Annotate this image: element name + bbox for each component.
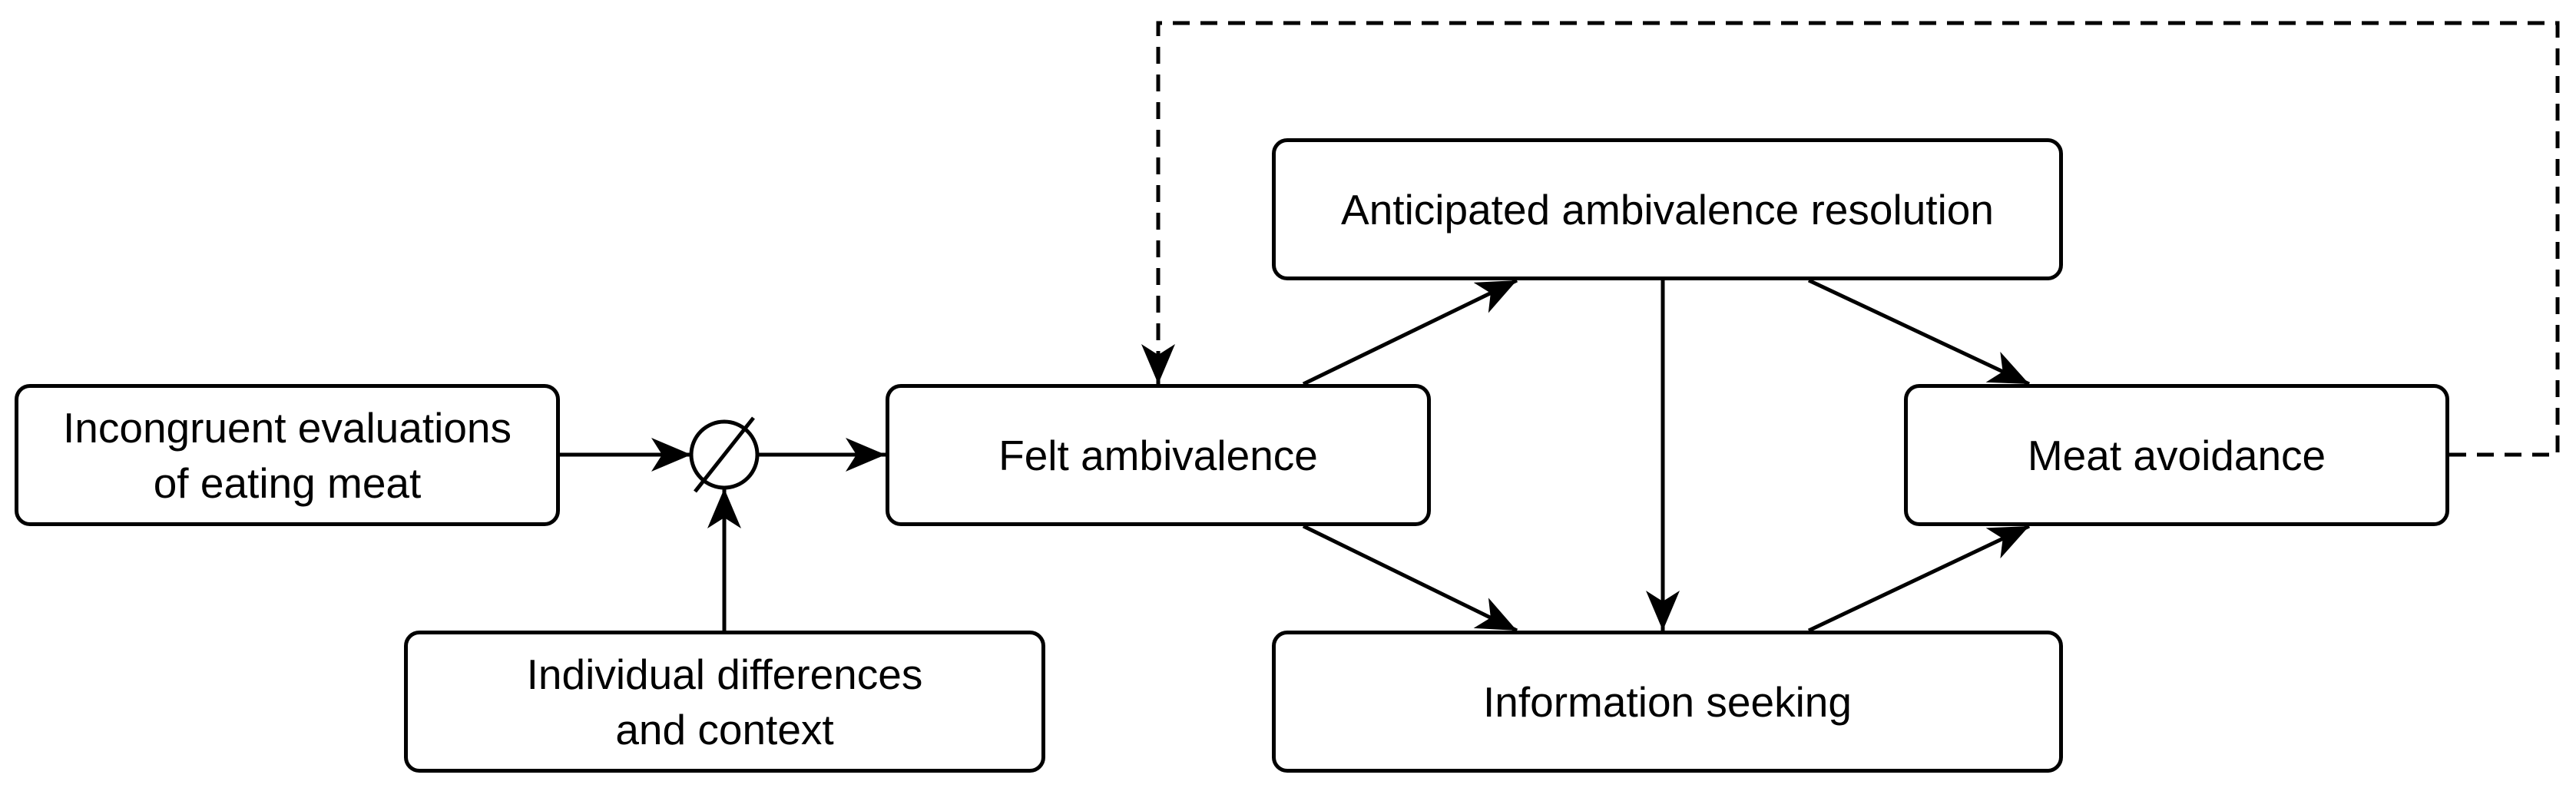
felt-ambivalence-label: Felt ambivalence (998, 431, 1318, 479)
meat-avoidance-box: Meat avoidance (1904, 384, 2449, 526)
incongruent-evaluations-line1: Incongruent evaluations (62, 403, 512, 452)
individual-differences-box: Individual differences and context (404, 631, 1045, 773)
arrow-meat-to-felt-feedback (1141, 21, 2560, 457)
meat-avoidance-label: Meat avoidance (2027, 431, 2326, 479)
anticipated-resolution-label: Anticipated ambivalence resolution (1341, 185, 1994, 233)
arrow-info-to-meat (1807, 524, 2031, 633)
incongruent-evaluations-box: Incongruent evaluations of eating meat (15, 384, 560, 526)
individual-differences-line2: and context (615, 705, 834, 753)
anticipated-resolution-box: Anticipated ambivalence resolution (1272, 138, 2063, 280)
information-seeking-box: Information seeking (1272, 631, 2063, 773)
arrow-anticipated-to-meat (1807, 278, 2031, 386)
individual-differences-line1: Individual differences (526, 650, 923, 698)
information-seeking-label: Information seeking (1483, 677, 1852, 726)
incongruent-evaluations-line2: of eating meat (153, 459, 422, 507)
arrow-felt-to-anticipated (1302, 278, 1518, 386)
arrow-felt-to-info (1302, 524, 1518, 633)
felt-ambivalence-box: Felt ambivalence (886, 384, 1431, 526)
moderator-node (689, 416, 760, 493)
